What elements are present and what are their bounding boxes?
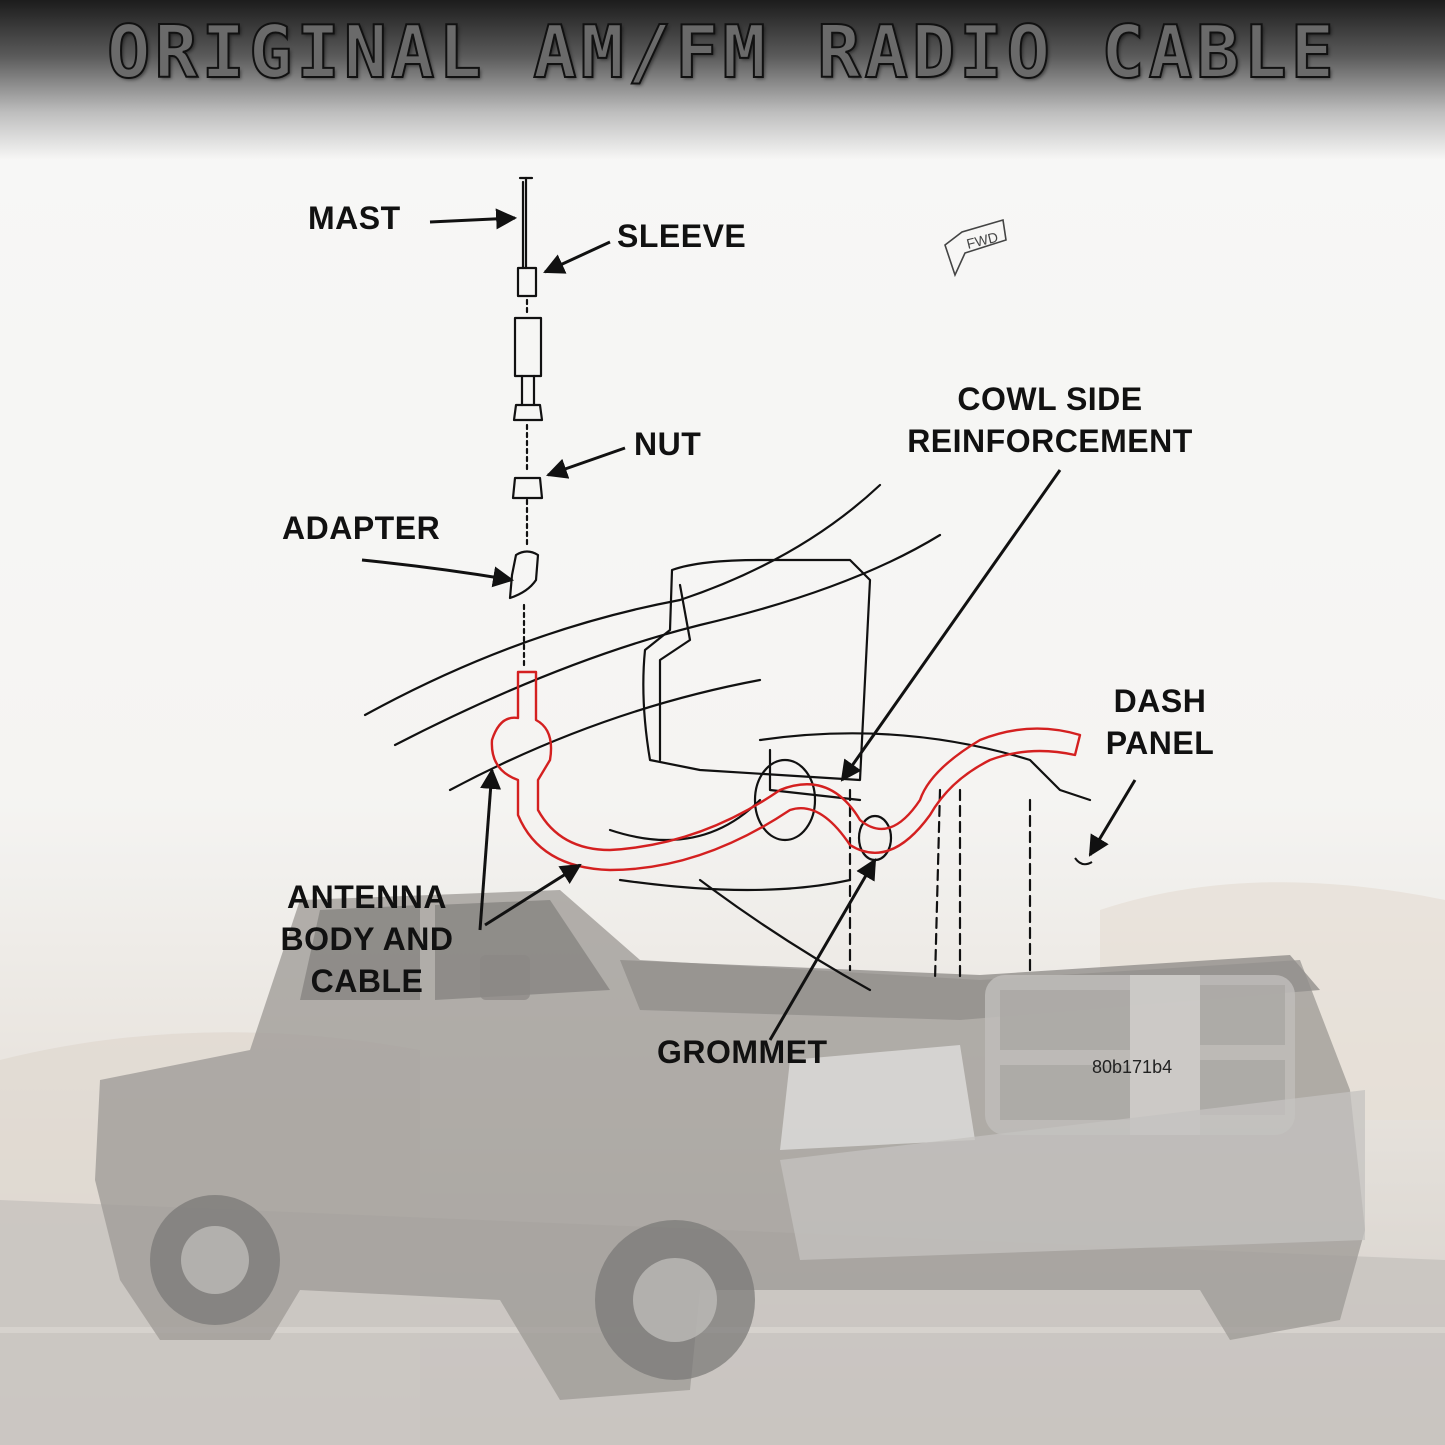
forward-arrow-icon xyxy=(944,218,1007,278)
adapter-part xyxy=(508,550,540,600)
dash-label-line-1: DASH xyxy=(1113,683,1207,719)
part-number-label: 80b171b4 xyxy=(1092,1057,1173,1077)
page-title: ORIGINAL AM/FM RADIO CABLE xyxy=(106,9,1339,95)
sleeve-label: SLEEVE xyxy=(617,218,747,254)
nut-arrow xyxy=(546,446,626,479)
title-banner xyxy=(0,0,1445,160)
grommet-arrow xyxy=(768,858,877,1041)
nut-label: NUT xyxy=(634,426,702,462)
dash-panel-dashed-lines xyxy=(848,788,1032,982)
cowl-label-line-1: COWL SIDE xyxy=(957,381,1143,417)
antenna-tube-part xyxy=(513,316,543,378)
cowl-label-line-2: REINFORCEMENT xyxy=(907,423,1193,459)
antenna-label-line-2: BODY AND xyxy=(280,921,454,957)
antenna-arrow-2 xyxy=(484,863,582,927)
grommet-label: GROMMET xyxy=(657,1034,828,1070)
nut-part xyxy=(511,476,544,500)
cowl-arrow xyxy=(840,469,1062,782)
fender-panel-lines xyxy=(363,483,942,792)
antenna-body-cable-label: ANTENNA BODY AND CABLE xyxy=(262,876,472,1002)
cowl-side-reinforcement-label: COWL SIDE REINFORCEMENT xyxy=(880,378,1220,462)
mast-label: MAST xyxy=(308,200,401,236)
antenna-label-line-1: ANTENNA xyxy=(287,879,447,915)
dash-panel-label: DASH PANEL xyxy=(1085,680,1235,764)
mast-arrow xyxy=(429,208,518,230)
sleeve-part xyxy=(516,266,538,298)
antenna-cable-highlight xyxy=(490,670,1082,872)
sleeve-arrow xyxy=(543,240,611,274)
mast-part xyxy=(518,176,534,270)
cowl-side-reinforcement-shape xyxy=(608,558,1092,992)
leader-arrows xyxy=(361,208,1137,1041)
adapter-label: ADAPTER xyxy=(282,510,441,546)
antenna-arrow-1 xyxy=(478,767,502,931)
dash-arrow xyxy=(1088,779,1137,857)
adapter-arrow xyxy=(361,558,515,588)
fwd-icon-label: FWD xyxy=(965,229,1000,252)
dash-label-line-2: PANEL xyxy=(1105,725,1215,761)
antenna-label-line-3: CABLE xyxy=(310,963,424,999)
